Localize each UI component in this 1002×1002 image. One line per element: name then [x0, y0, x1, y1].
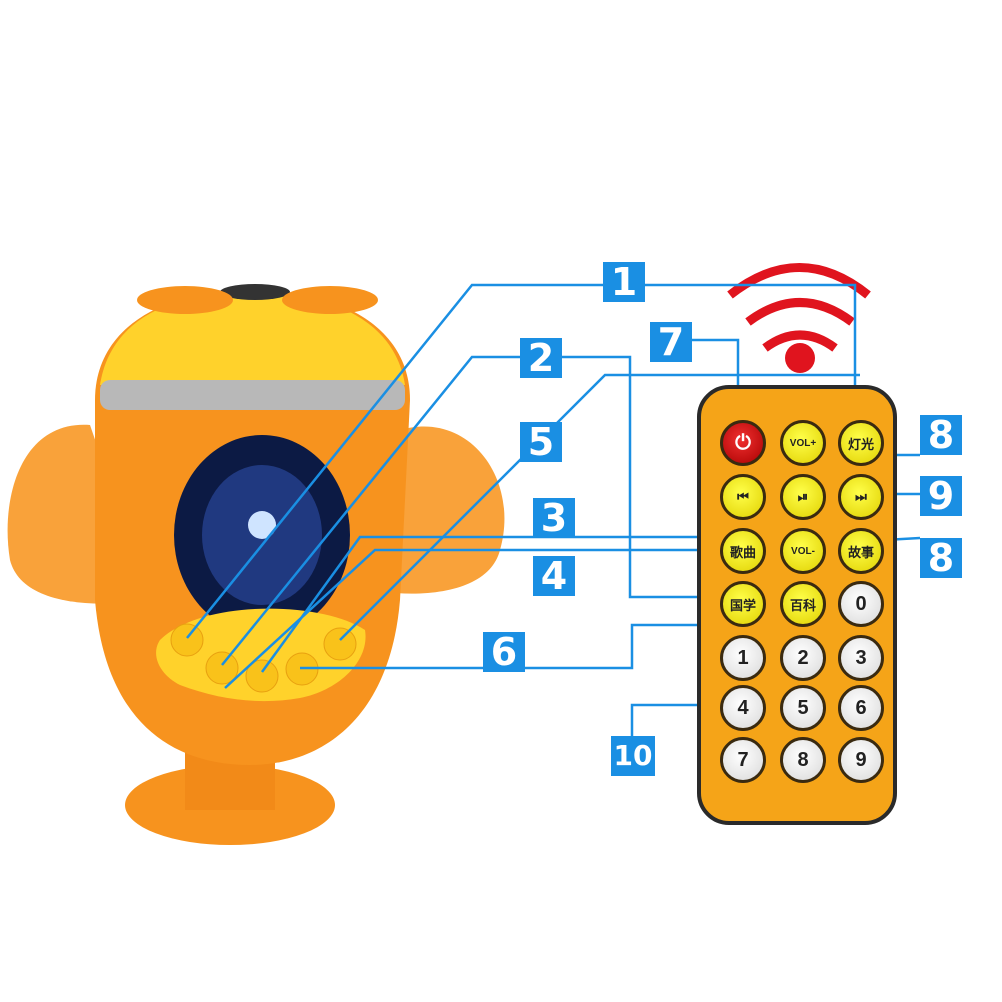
- play-pause-button[interactable]: ⏯: [780, 474, 826, 520]
- encyclopedia-button[interactable]: 百科: [780, 581, 826, 627]
- digit-1-button[interactable]: 1: [720, 635, 766, 681]
- digit-0-button[interactable]: 0: [838, 581, 884, 627]
- digit-7-button[interactable]: 7: [720, 737, 766, 783]
- vol-up-button[interactable]: VOL+: [780, 420, 826, 466]
- digit-2-button[interactable]: 2: [780, 635, 826, 681]
- digit-9-button[interactable]: 9: [838, 737, 884, 783]
- callout-3: 3: [533, 498, 575, 538]
- stories-button[interactable]: 故事: [838, 528, 884, 574]
- digit-5-button[interactable]: 5: [780, 685, 826, 731]
- digit-4-button[interactable]: 4: [720, 685, 766, 731]
- callout-8-vol-up: 8: [920, 415, 962, 455]
- prev-button[interactable]: ⏮: [720, 474, 766, 520]
- callout-lines: [186, 283, 921, 736]
- power-icon: ⏻: [735, 431, 751, 454]
- callout-2: 2: [520, 338, 562, 378]
- callout-10: 10: [611, 736, 655, 776]
- callout-7: 7: [650, 322, 692, 362]
- callout-9: 9: [920, 476, 962, 516]
- projector-toy: [7, 284, 505, 845]
- power-button[interactable]: ⏻: [720, 420, 766, 466]
- callout-8-vol-down: 8: [920, 538, 962, 578]
- digit-6-button[interactable]: 6: [838, 685, 884, 731]
- callout-1: 1: [603, 262, 645, 302]
- digit-3-button[interactable]: 3: [838, 635, 884, 681]
- songs-button[interactable]: 歌曲: [720, 528, 766, 574]
- next-button[interactable]: ⏭: [838, 474, 884, 520]
- callout-5: 5: [520, 422, 562, 462]
- light-button[interactable]: 灯光: [838, 420, 884, 466]
- vol-down-button[interactable]: VOL-: [780, 528, 826, 574]
- ir-signal-icon: [727, 263, 871, 373]
- callout-4: 4: [533, 556, 575, 596]
- remote-control: ⏻ VOL+ 灯光 ⏮ ⏯ ⏭ 歌曲 VOL- 故事 国学 百科 0 1 2 3…: [697, 385, 897, 825]
- callout-6: 6: [483, 632, 525, 672]
- classics-button[interactable]: 国学: [720, 581, 766, 627]
- digit-8-button[interactable]: 8: [780, 737, 826, 783]
